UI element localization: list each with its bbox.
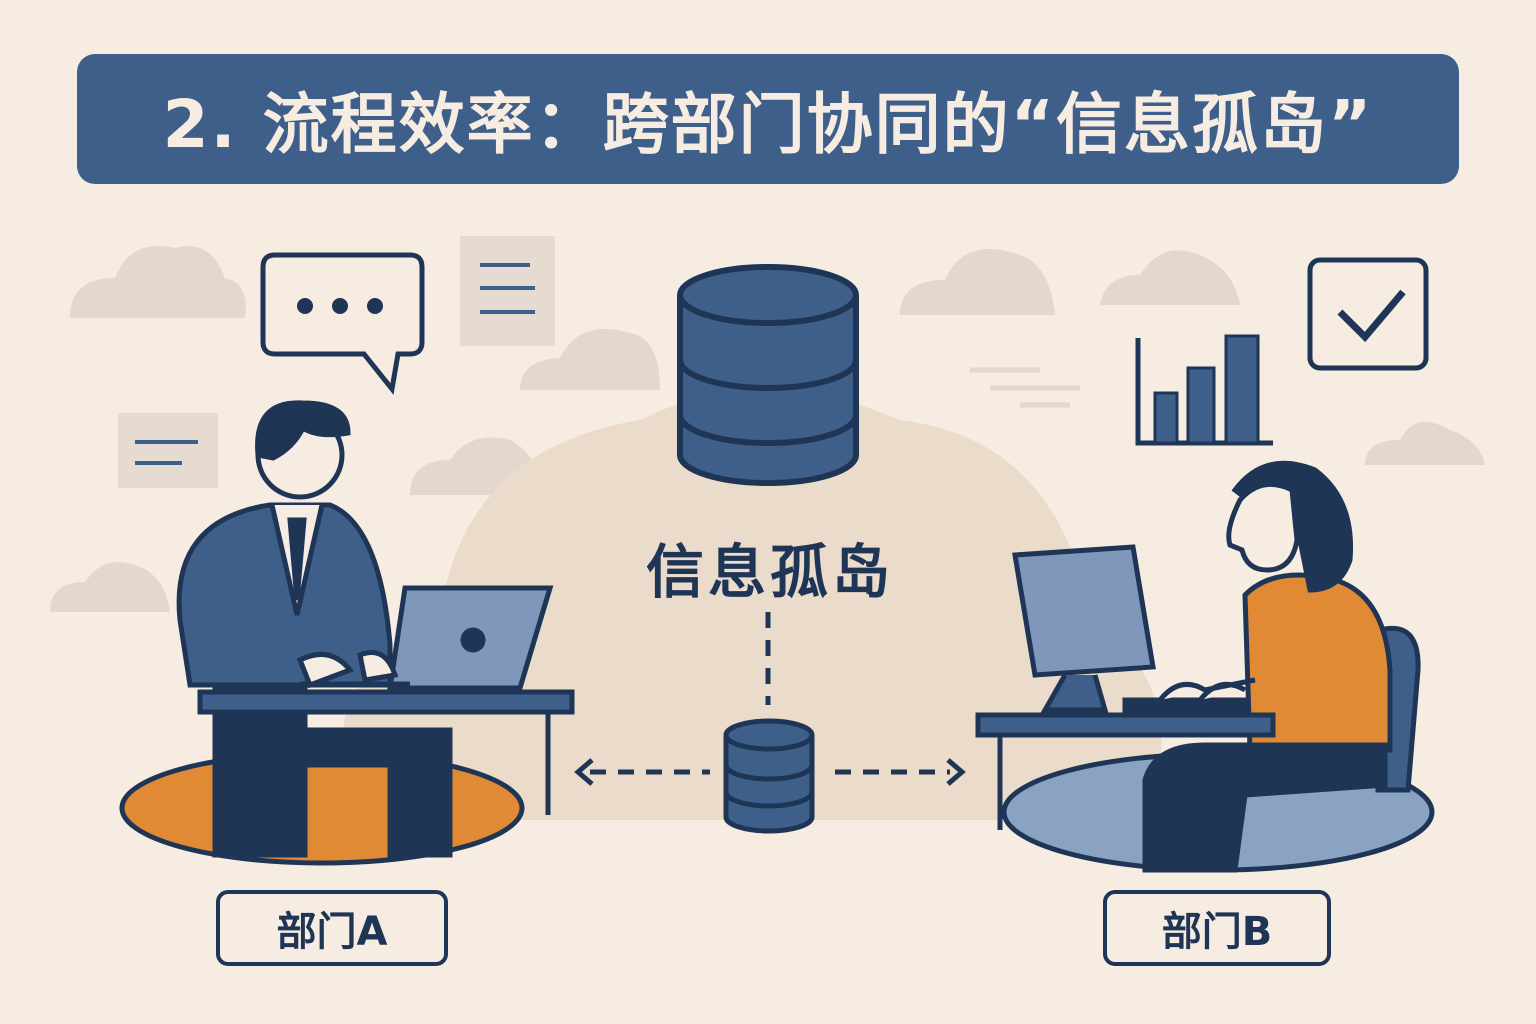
small-database-icon bbox=[723, 718, 815, 834]
faint-lines bbox=[970, 367, 1080, 408]
department-b-label: 部门B bbox=[1103, 890, 1331, 966]
bar-chart-icon bbox=[1135, 334, 1273, 446]
arrow-heads bbox=[574, 758, 966, 786]
note-icon bbox=[118, 413, 218, 488]
checkbox-icon bbox=[1307, 257, 1429, 371]
page-title: 2. 流程效率：跨部门协同的“信息孤岛” bbox=[162, 86, 1374, 163]
speech-bubble-icon bbox=[260, 252, 425, 395]
document-icon bbox=[460, 236, 555, 346]
person-b-illustration bbox=[975, 460, 1435, 873]
department-a-label: 部门A bbox=[216, 890, 448, 966]
dashed-connectors bbox=[590, 612, 950, 775]
database-icon bbox=[677, 264, 859, 486]
info-silo-label: 信息孤岛 bbox=[645, 538, 894, 606]
title-banner: 2. 流程效率：跨部门协同的“信息孤岛” bbox=[77, 54, 1459, 184]
person-a-illustration bbox=[119, 400, 575, 866]
